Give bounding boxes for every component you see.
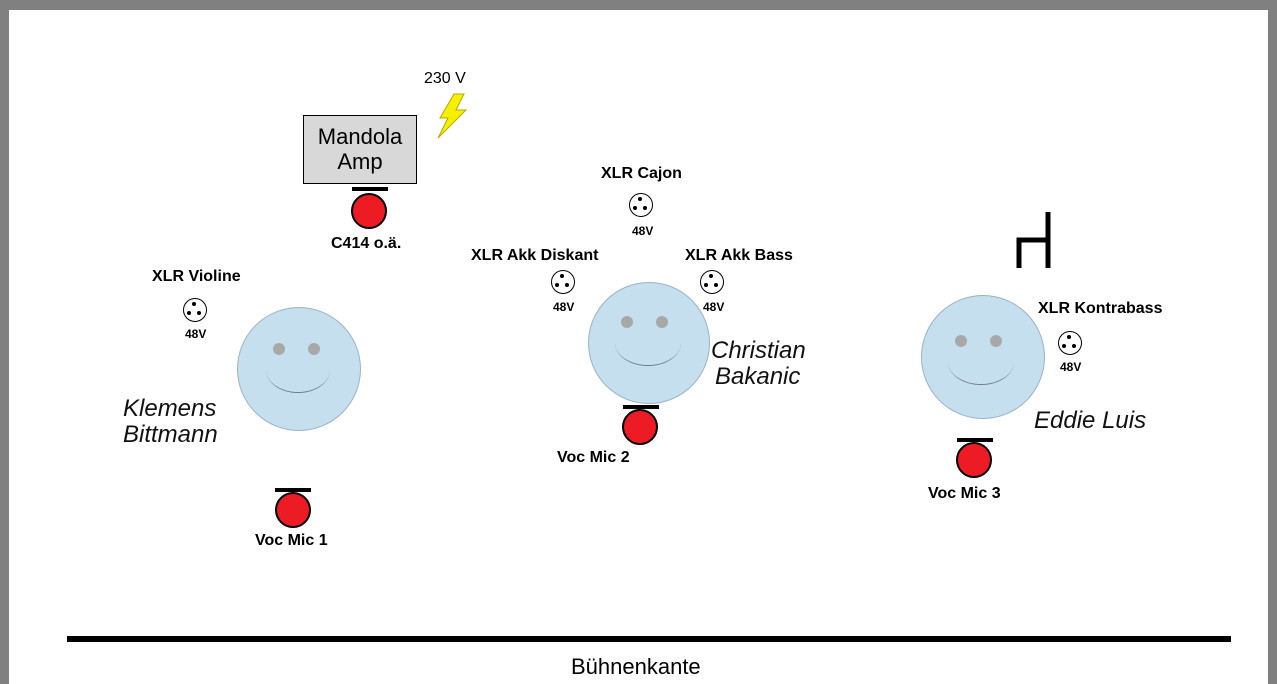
voc-mic-1-label: Voc Mic 1: [255, 532, 328, 549]
voc-mic-3-bar: [957, 438, 993, 442]
c414-mic-bar: [352, 187, 388, 191]
xlr-violine-icon: [183, 298, 207, 322]
xlr-akk-diskant-48v: 48V: [553, 300, 575, 314]
xlr-akk-bass-label: XLR Akk Bass: [685, 247, 793, 264]
xlr-cajon-48v: 48V: [632, 224, 654, 238]
musician-name-eddie: Eddie Luis: [1034, 407, 1147, 434]
power-label: 230 V: [424, 70, 466, 87]
xlr-violine-48v: 48V: [185, 327, 207, 341]
xlr-akk-bass-48v: 48V: [703, 300, 725, 314]
lightning-icon: [437, 93, 468, 139]
xlr-cajon-label: XLR Cajon: [601, 165, 682, 182]
voc-mic-2-bar: [623, 405, 659, 409]
xlr-akk-diskant-label: XLR Akk Diskant: [471, 247, 599, 264]
c414-mic-icon: [351, 193, 387, 229]
xlr-kontrabass-icon: [1058, 331, 1082, 355]
xlr-akk-diskant-icon: [551, 270, 575, 294]
stage-edge-label: Bühnenkante: [571, 654, 701, 679]
musician-face-klemens: [237, 307, 361, 431]
xlr-kontrabass-48v: 48V: [1060, 360, 1082, 374]
voc-mic-2-icon: [622, 409, 658, 445]
voc-mic-1-icon: [275, 492, 311, 528]
musician-face-christian: [588, 282, 710, 404]
xlr-violine-label: XLR Violine: [152, 268, 241, 285]
voc-mic-2-label: Voc Mic 2: [557, 449, 630, 466]
mandola-amp: Mandola Amp: [303, 115, 417, 184]
xlr-kontrabass-label: XLR Kontrabass: [1038, 300, 1163, 317]
chair-icon: [1016, 212, 1051, 268]
musician-name-christian: Christian Bakanic: [711, 337, 806, 390]
voc-mic-3-icon: [956, 442, 992, 478]
musician-name-klemens: Klemens Bittmann: [123, 395, 218, 448]
xlr-akk-bass-icon: [700, 270, 724, 294]
voc-mic-3-label: Voc Mic 3: [928, 485, 1001, 502]
voc-mic-1-bar: [275, 488, 311, 492]
musician-face-eddie: [921, 295, 1045, 419]
c414-label: C414 o.ä.: [331, 235, 402, 252]
xlr-cajon-icon: [629, 193, 653, 217]
amp-label-line1: Mandola: [317, 124, 403, 149]
amp-label-line2: Amp: [337, 149, 383, 174]
stage-edge-line: [67, 636, 1231, 642]
